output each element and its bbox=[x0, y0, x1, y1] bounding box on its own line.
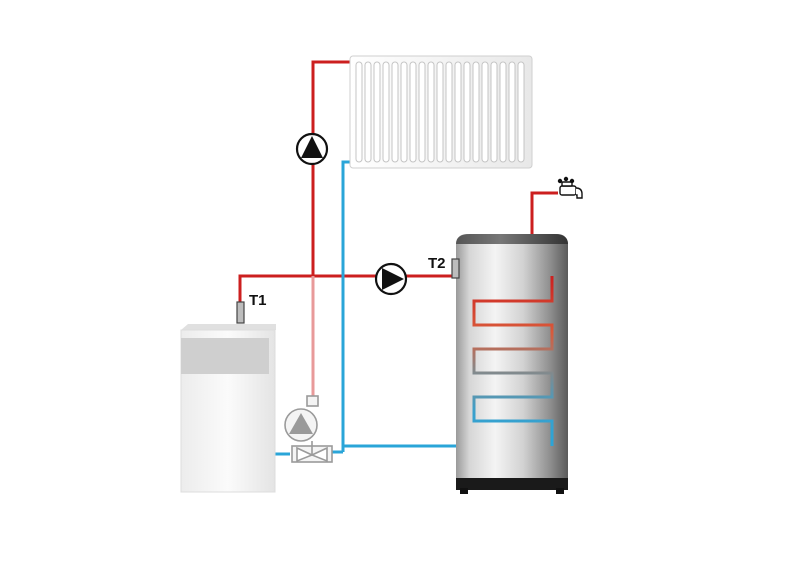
radiator bbox=[349, 55, 533, 169]
supply-pipes bbox=[238, 60, 558, 303]
faucet-icon bbox=[557, 176, 583, 199]
radiator-fins bbox=[355, 61, 525, 163]
radiator-return-pipe bbox=[341, 160, 350, 452]
sensor-t2-icon bbox=[451, 258, 460, 279]
boiler-control-panel bbox=[181, 338, 269, 374]
tank-pump-icon bbox=[374, 262, 408, 296]
main-supply-pipe bbox=[238, 274, 552, 303]
sensor-t1-icon bbox=[236, 301, 245, 324]
sensor-t2-label: T2 bbox=[428, 255, 446, 272]
boiler bbox=[180, 324, 276, 493]
hot-water-tank bbox=[456, 234, 568, 494]
hot-water-outlet-pipe bbox=[530, 191, 558, 238]
heat-exchanger-coil bbox=[472, 276, 554, 446]
radiator-supply-pipe bbox=[311, 60, 350, 276]
radiator-pump-icon bbox=[295, 132, 329, 166]
mixing-valve-pump bbox=[284, 395, 333, 463]
sensor-t1-label: T1 bbox=[249, 292, 267, 309]
